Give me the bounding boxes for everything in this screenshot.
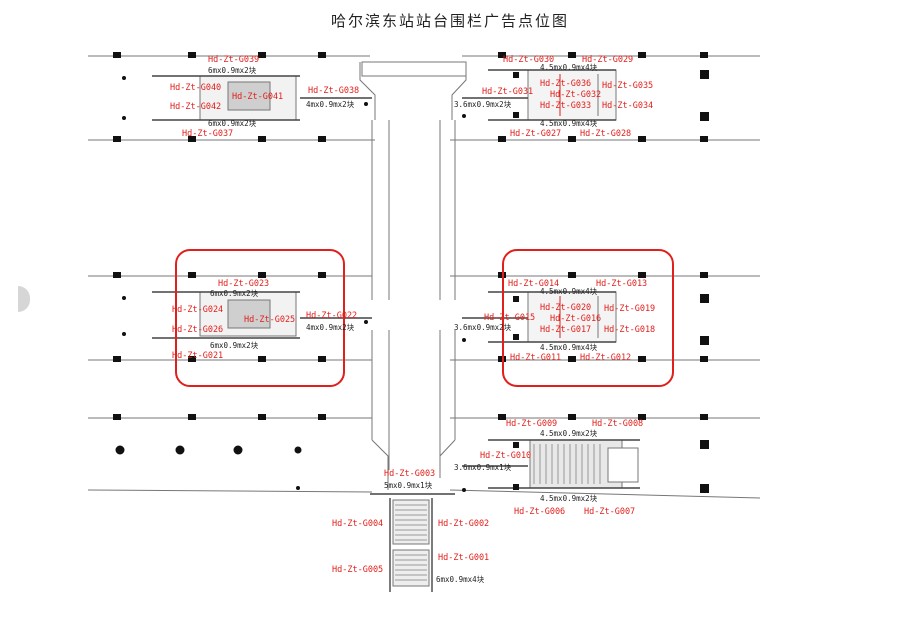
ad-label: Hd-Zt-G035 xyxy=(602,81,653,91)
ad-label: Hd-Zt-G002 xyxy=(438,519,489,529)
ad-label: Hd-Zt-G025 xyxy=(244,315,295,325)
ad-label: Hd-Zt-G028 xyxy=(580,129,631,139)
dimension-text: 4.5mx0.9mx4块 xyxy=(540,62,598,72)
diagram-title: 哈尔滨东站站台围栏广告点位图 xyxy=(330,12,569,30)
dimension-text: 4.5mx0.9mx4块 xyxy=(540,286,598,296)
ad-label: Hd-Zt-G027 xyxy=(510,129,561,139)
staircase-se xyxy=(529,439,639,489)
escalator-block-w xyxy=(199,291,297,337)
dimension-text: 4.5mx0.9mx2块 xyxy=(540,428,598,438)
ad-label: Hd-Zt-G021 xyxy=(172,351,223,361)
ad-label: Hd-Zt-G013 xyxy=(596,279,647,289)
dimension-text: 6mx0.9mx4块 xyxy=(436,574,485,584)
ad-label: Hd-Zt-G001 xyxy=(438,553,489,563)
dimension-text: 4mx0.9mx2块 xyxy=(306,99,355,109)
dimension-text: 5mx0.9mx1块 xyxy=(384,480,433,490)
ad-label: Hd-Zt-G038 xyxy=(308,86,359,96)
dimension-text: 6mx0.9mx2块 xyxy=(210,340,259,350)
ad-label: Hd-Zt-G017 xyxy=(540,325,591,335)
ad-label: Hd-Zt-G037 xyxy=(182,129,233,139)
ad-label: Hd-Zt-G007 xyxy=(584,507,635,517)
dimension-text: 6mx0.9mx2块 xyxy=(208,118,257,128)
highlight-frame-east xyxy=(502,249,674,387)
ad-label: Hd-Zt-G042 xyxy=(170,102,221,112)
ad-label: Hd-Zt-G036 xyxy=(540,79,591,89)
ad-label: Hd-Zt-G026 xyxy=(172,325,223,335)
ad-label: Hd-Zt-G015 xyxy=(484,313,535,323)
ad-label: Hd-Zt-G024 xyxy=(172,305,223,315)
escalator-block-ne xyxy=(527,69,617,121)
ad-label: Hd-Zt-G039 xyxy=(208,55,259,65)
ad-label: Hd-Zt-G003 xyxy=(384,469,435,479)
ad-label: Hd-Zt-G008 xyxy=(592,419,643,429)
ad-label: Hd-Zt-G033 xyxy=(540,101,591,111)
ad-label: Hd-Zt-G004 xyxy=(332,519,383,529)
ad-label: Hd-Zt-G032 xyxy=(550,90,601,100)
ad-label: Hd-Zt-G031 xyxy=(482,87,533,97)
dimension-labels: 6mx0.9mx2块 4mx0.9mx2块 6mx0.9mx2块 4.5mx0.… xyxy=(208,62,598,584)
dimension-text: 4mx0.9mx2块 xyxy=(306,322,355,332)
ad-label: Hd-Zt-G006 xyxy=(514,507,565,517)
side-panel-toggle[interactable] xyxy=(18,286,30,312)
ad-label: Hd-Zt-G030 xyxy=(503,55,554,65)
ad-label: Hd-Zt-G016 xyxy=(550,314,601,324)
ad-label: Hd-Zt-G012 xyxy=(580,353,631,363)
ad-label: Hd-Zt-G011 xyxy=(510,353,561,363)
ad-label: Hd-Zt-G029 xyxy=(582,55,633,65)
ad-label: Hd-Zt-G041 xyxy=(232,92,283,102)
ad-label: Hd-Zt-G034 xyxy=(602,101,653,111)
central-corridor xyxy=(359,61,467,490)
ad-label: Hd-Zt-G010 xyxy=(480,451,531,461)
ad-label: Hd-Zt-G019 xyxy=(604,304,655,314)
ad-label: Hd-Zt-G020 xyxy=(540,303,591,313)
ad-label: Hd-Zt-G009 xyxy=(506,419,557,429)
dimension-text: 6mx0.9mx2块 xyxy=(210,288,259,298)
dimension-text: 4.5mx0.9mx4块 xyxy=(540,118,598,128)
ad-position-labels: Hd-Zt-G039 Hd-Zt-G040 Hd-Zt-G041 Hd-Zt-G… xyxy=(170,55,655,575)
ad-label: Hd-Zt-G005 xyxy=(332,565,383,575)
dimension-text: 3.6mx0.9mx1块 xyxy=(454,462,512,472)
highlight-frame-west xyxy=(175,249,345,387)
dimension-text: 4.5mx0.9mx4块 xyxy=(540,342,598,352)
dimension-text: 3.6mx0.9mx2块 xyxy=(454,322,512,332)
dimension-text: 6mx0.9mx2块 xyxy=(208,65,257,75)
ad-label: Hd-Zt-G018 xyxy=(604,325,655,335)
staircase-south xyxy=(392,499,430,587)
dimension-text: 3.6mx0.9mx2块 xyxy=(454,99,512,109)
ad-label: Hd-Zt-G014 xyxy=(508,279,559,289)
ad-label: Hd-Zt-G040 xyxy=(170,83,221,93)
dimension-text: 4.5mx0.9mx2块 xyxy=(540,493,598,503)
ad-label: Hd-Zt-G023 xyxy=(218,279,269,289)
escalator-block-nw xyxy=(199,75,297,121)
ad-label: Hd-Zt-G022 xyxy=(306,311,357,321)
